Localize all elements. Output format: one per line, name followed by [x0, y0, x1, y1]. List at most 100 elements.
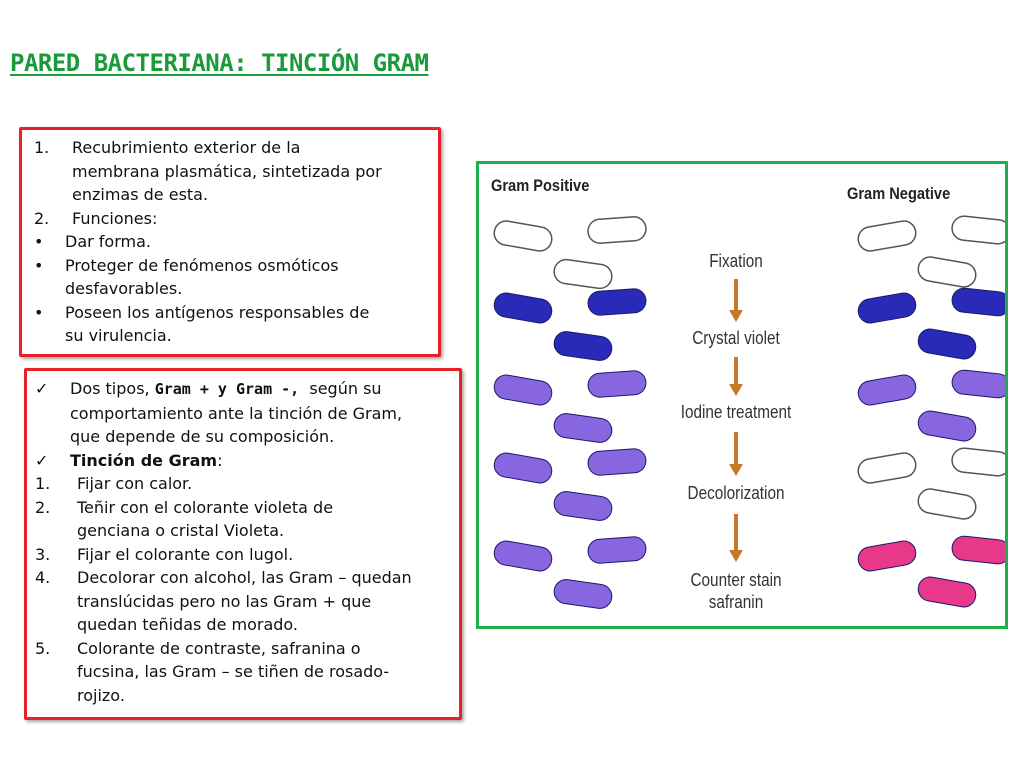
definition-text: su virulencia. — [65, 326, 172, 345]
definition-text: Funciones: — [72, 208, 158, 228]
list-number: 1. — [34, 138, 50, 157]
gram-positive-cell — [553, 413, 613, 443]
stage-label: Crystal violet — [692, 327, 780, 349]
gram-negative-cell — [951, 535, 1005, 565]
definition-text: membrana plasmática, sintetizada por — [72, 161, 382, 181]
tincion-colon: : — [217, 450, 223, 470]
gram-positive-cell — [493, 540, 553, 572]
definition-text: Recubrimiento exterior de la — [72, 138, 301, 157]
gram-negative-label: Gram Negative — [847, 184, 951, 203]
down-arrow-icon — [729, 432, 743, 476]
bacteria-diagram — [493, 215, 1005, 609]
down-arrow-icon — [729, 514, 743, 562]
gram-negative-cell — [857, 292, 917, 324]
down-arrow-icon — [729, 279, 743, 322]
gram-positive-cell — [587, 448, 647, 476]
tincion-item: ✓ Tinción de Gram: — [33, 449, 455, 473]
gram-stain-box: ✓ Dos tipos, Gram + y Gram -, según su c… — [24, 368, 462, 720]
stage-label-line: Decolorization — [687, 483, 785, 503]
gram-negative-cell — [951, 215, 1005, 245]
definition-line: • Poseen los antígenos responsables de — [30, 301, 432, 325]
gram-negative-cell — [857, 540, 917, 572]
definition-text: desfavorables. — [65, 279, 183, 298]
gram-positive-cell — [493, 452, 553, 484]
stain-step-line: 5. Colorante de contraste, safranina o — [33, 637, 455, 661]
stain-step-line: 2. Teñir con el colorante violeta de — [33, 496, 455, 520]
stain-step-line: translúcidas pero no las Gram + que — [33, 590, 455, 614]
step-text: rojizo. — [77, 685, 125, 705]
definition-text: enzimas de esta. — [72, 185, 209, 204]
definition-text: Poseen los antígenos responsables de — [65, 302, 370, 322]
stage-label: Decolorization — [688, 482, 785, 504]
definition-text: Dar forma. — [65, 232, 151, 251]
gram-negative-cell — [857, 374, 917, 406]
gram-positive-cell — [587, 216, 647, 244]
gram-positive-cell — [553, 331, 613, 361]
definition-line: desfavorables. — [30, 277, 432, 301]
stage-label-line: Crystal violet — [692, 328, 780, 348]
step-text: Fijar con calor. — [77, 474, 193, 493]
step-text: Colorante de contraste, safranina o — [77, 638, 361, 658]
gram-positive-cell — [493, 374, 553, 406]
gram-negative-cell — [857, 452, 917, 484]
definition-list: 1. Recubrimiento exterior de la membrana p… — [30, 136, 432, 348]
gram-positive-cell — [553, 579, 613, 609]
types-cont-2: que depende de su composición. — [70, 427, 335, 446]
step-number: 3. — [35, 544, 51, 564]
stain-step-line: 1. Fijar con calor. — [33, 472, 455, 496]
stain-step-line: quedan teñidas de morado. — [33, 613, 455, 637]
types-bold: Gram + y Gram -, — [154, 380, 300, 398]
step-text: Fijar el colorante con lugol. — [77, 544, 294, 564]
gram-negative-cell — [951, 287, 1005, 317]
definition-line: membrana plasmática, sintetizada por — [30, 160, 432, 184]
step-number: 1. — [35, 474, 51, 493]
gram-negative-cell — [917, 488, 977, 520]
bullet-icon: • — [34, 302, 44, 322]
check-icon: ✓ — [35, 379, 49, 398]
step-number: 4. — [35, 568, 51, 587]
definition-line: enzimas de esta. — [30, 183, 432, 207]
stage-label-line: safranin — [708, 592, 764, 612]
definition-line: • Dar forma. — [30, 230, 432, 254]
tincion-label: Tinción de Gram — [70, 450, 218, 470]
stage-label-line: Fixation — [709, 251, 763, 271]
definition-line: 1. Recubrimiento exterior de la — [30, 136, 432, 160]
gram-negative-cell — [951, 369, 1005, 399]
check-icon: ✓ — [35, 450, 49, 470]
definition-box: 1. Recubrimiento exterior de la membrana p… — [19, 127, 441, 357]
gram-positive-cell — [493, 220, 553, 252]
step-text: fucsina, las Gram – se tiñen de rosado- — [77, 662, 390, 681]
step-text: Teñir con el colorante violeta de — [77, 497, 334, 517]
stain-step-line: 3. Fijar el colorante con lugol. — [33, 543, 455, 567]
gram-positive-cell — [553, 258, 613, 290]
slide-title: PARED BACTERIANA: TINCIÓN GRAM — [10, 49, 429, 77]
gram-positive-cell — [587, 370, 647, 398]
bullet-icon: • — [34, 232, 44, 251]
stain-step-line: genciana o cristal Violeta. — [33, 519, 455, 543]
gram-negative-cell — [951, 447, 1005, 477]
step-text: genciana o cristal Violeta. — [77, 521, 285, 540]
definition-line: • Proteger de fenómenos osmóticos — [30, 254, 432, 278]
gram-positive-cell — [553, 491, 613, 521]
definition-text: Proteger de fenómenos osmóticos — [65, 255, 339, 275]
down-arrow-icon — [729, 357, 743, 396]
gram-negative-cell — [917, 256, 977, 288]
types-text-end: según su — [299, 379, 382, 398]
definition-line: 2. Funciones: — [30, 207, 432, 231]
stain-step-line: 4.Decolorar con alcohol, las Gram – qued… — [33, 566, 455, 590]
step-text: translúcidas pero no las Gram + que — [77, 591, 372, 611]
step-text: quedan teñidas de morado. — [77, 615, 299, 634]
stain-steps-list: 1. Fijar con calor. 2. Teñir con el coloran… — [33, 472, 455, 707]
stain-step-line: fucsina, las Gram – se tiñen de rosado- — [33, 660, 455, 684]
gram-positive-label: Gram Positive — [491, 176, 590, 195]
gram-positive-cell — [587, 536, 647, 564]
list-number: 2. — [34, 208, 50, 228]
step-number: 2. — [35, 497, 51, 517]
gram-negative-cell — [917, 576, 977, 608]
bullet-icon: • — [34, 255, 44, 275]
stage-label: Fixation — [709, 250, 763, 272]
step-number: 5. — [35, 638, 51, 658]
gram-negative-cell — [917, 328, 977, 360]
types-item: ✓ Dos tipos, Gram + y Gram -, según su — [33, 377, 455, 402]
